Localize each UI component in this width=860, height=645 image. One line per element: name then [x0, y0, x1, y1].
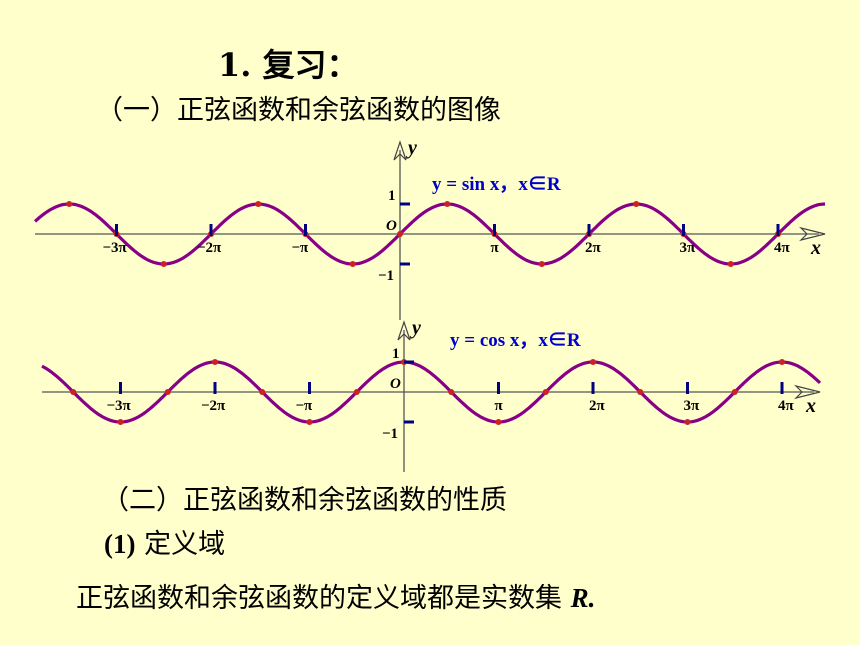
key-point: [353, 389, 360, 395]
item-number: (1): [104, 529, 136, 559]
key-point: [349, 261, 356, 267]
y-axis-arrow: [393, 140, 407, 161]
item-label: 定义域: [144, 529, 226, 560]
key-point: [684, 419, 691, 425]
heading: 1. 复习：: [218, 46, 359, 84]
key-point: [160, 261, 167, 267]
key-point: [117, 419, 124, 425]
y-axis-arrow: [397, 320, 411, 341]
key-point: [255, 201, 262, 207]
key-point: [66, 201, 73, 207]
x-tick-label: 4π: [778, 398, 795, 414]
key-point: [444, 201, 451, 207]
y-tick-label: −1: [382, 426, 398, 442]
key-point: [538, 261, 545, 267]
key-point: [779, 359, 785, 365]
y-tick-label: 1: [388, 188, 396, 204]
key-point: [164, 389, 171, 395]
x-tick-label: π: [491, 240, 500, 256]
key-point: [448, 389, 455, 395]
x-tick-label: −2π: [201, 398, 226, 414]
x-tick-label: −π: [296, 398, 314, 414]
key-point: [731, 389, 738, 395]
sin-equation: y = sin x，x∈R: [432, 174, 561, 195]
graph-sin: −3π −2π −π π 2π 3π 4π 1 −1 Oy x y = sin x，x∈R: [33, 137, 826, 320]
key-point: [590, 359, 596, 365]
key-point: [212, 359, 218, 365]
x-tick-label: −3π: [103, 240, 128, 256]
conclusion-text: 正弦函数和余弦函数的定义域都是实数集: [76, 583, 562, 614]
y-axis-label: y: [406, 137, 417, 159]
x-tick-label: 2π: [589, 398, 606, 414]
key-point: [633, 201, 640, 207]
x-tick-label: −3π: [107, 398, 132, 414]
x-tick-label: π: [495, 398, 504, 414]
key-point: [70, 389, 77, 395]
y-tick-label: 1: [392, 346, 400, 362]
graph-cos: −3π −2π −π π 2π 3π 4π 1 −1 Oy x y = cos x，x∈R: [41, 317, 822, 472]
key-point: [495, 419, 502, 425]
key-point: [542, 389, 549, 395]
key-point: [637, 389, 644, 395]
x-axis-label: x: [805, 395, 816, 417]
x-tick-label: 4π: [774, 240, 791, 256]
x-axis-label: x: [810, 237, 821, 259]
x-tick-label: 3π: [684, 398, 701, 414]
y-axis-label: y: [410, 317, 421, 339]
x-tick-label: −π: [292, 240, 310, 256]
x-tick-label: 3π: [680, 240, 697, 256]
key-point: [259, 389, 266, 395]
item-domain: (1) 定义域: [104, 522, 225, 561]
key-point: [727, 261, 734, 267]
section-title-graphs: （一）正弦函数和余弦函数的图像: [96, 95, 501, 126]
cos-equation: y = cos x，x∈R: [450, 330, 581, 351]
section-title-properties: （二）正弦函数和余弦函数的性质: [102, 485, 507, 516]
key-point: [397, 231, 403, 237]
x-tick-label: −2π: [197, 240, 222, 256]
y-tick-label: −1: [378, 268, 394, 284]
conclusion: 正弦函数和余弦函数的定义域都是实数集 R.: [76, 576, 595, 615]
origin-label: O: [386, 218, 397, 234]
key-point: [306, 419, 313, 425]
conclusion-symbol: R.: [570, 583, 596, 613]
x-tick-label: 2π: [585, 240, 602, 256]
origin-label: O: [390, 376, 401, 392]
x-axis-arrow: [794, 384, 821, 400]
x-axis-arrow: [799, 226, 826, 242]
